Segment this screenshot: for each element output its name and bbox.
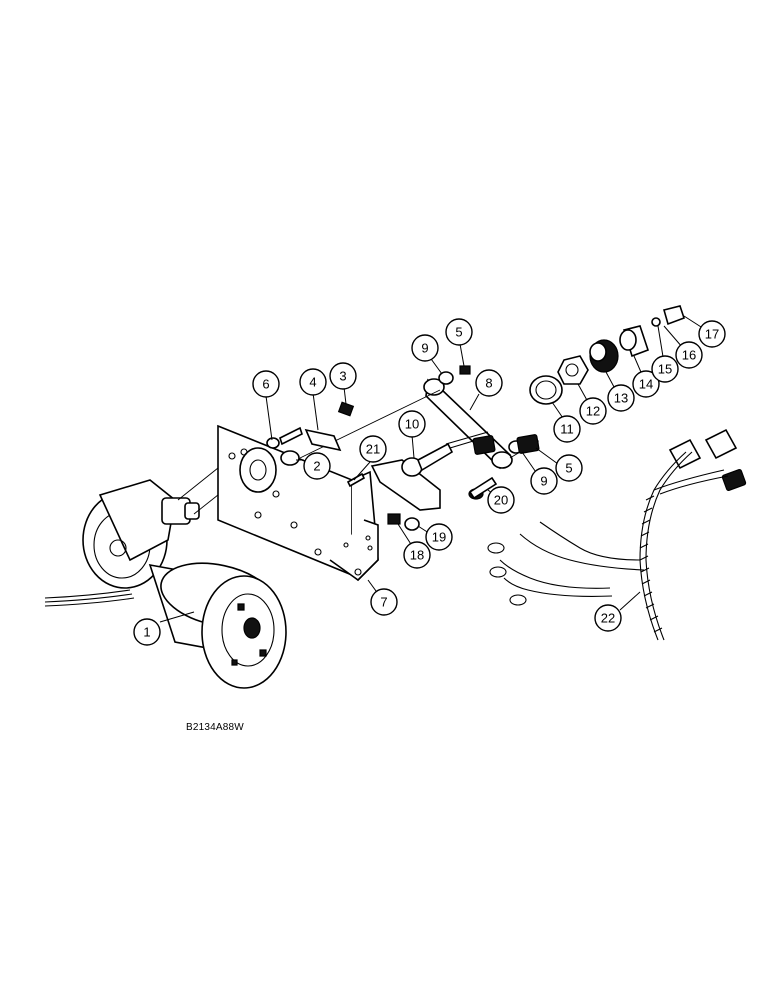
svg-text:3: 3 (339, 369, 346, 384)
svg-text:13: 13 (614, 391, 628, 406)
svg-text:14: 14 (639, 377, 653, 392)
svg-text:2: 2 (313, 459, 320, 474)
mounting-bracket (217, 424, 379, 582)
callout-12: 12 (579, 397, 607, 425)
svg-text:6: 6 (262, 377, 269, 392)
callout-7: 7 (370, 588, 398, 616)
svg-text:15: 15 (658, 362, 672, 377)
svg-text:16: 16 (682, 348, 696, 363)
callout-8: 8 (475, 369, 503, 397)
wiper-motor (44, 451, 287, 689)
callout-13: 13 (607, 384, 635, 412)
callout-9a: 9 (411, 334, 439, 362)
callout-15: 15 (651, 355, 679, 383)
callout-6: 6 (252, 370, 280, 398)
svg-text:5: 5 (565, 461, 572, 476)
callout-16: 16 (675, 341, 703, 369)
svg-text:17: 17 (705, 327, 719, 342)
callout-17: 17 (698, 320, 726, 348)
callout-4: 4 (299, 368, 327, 396)
wiring-harness (472, 428, 747, 641)
hardware-parts (266, 305, 686, 531)
svg-text:4: 4 (309, 375, 316, 390)
svg-text:7: 7 (380, 595, 387, 610)
svg-text:9: 9 (540, 474, 547, 489)
svg-text:11: 11 (560, 422, 574, 437)
callout-5b: 5 (555, 454, 583, 482)
callout-2: 2 (303, 452, 331, 480)
callout-9b: 9 (530, 467, 558, 495)
svg-text:12: 12 (586, 404, 600, 419)
svg-text:8: 8 (485, 376, 492, 391)
svg-text:19: 19 (432, 530, 446, 545)
svg-text:10: 10 (405, 417, 419, 432)
svg-text:9: 9 (421, 341, 428, 356)
callout-22: 22 (594, 604, 622, 632)
drawing-code-label: B2134A88W (186, 722, 244, 733)
callout-18: 18 (403, 541, 431, 569)
crank-shaft-assembly (370, 431, 491, 511)
svg-text:21: 21 (366, 442, 380, 457)
callout-19: 19 (425, 523, 453, 551)
svg-text:5: 5 (455, 325, 462, 340)
callout-11: 11 (553, 415, 581, 443)
callout-20: 20 (487, 486, 515, 514)
svg-text:22: 22 (601, 611, 615, 626)
callout-10: 10 (398, 410, 426, 438)
callout-14: 14 (632, 370, 660, 398)
svg-text:18: 18 (410, 548, 424, 563)
svg-text:20: 20 (494, 493, 508, 508)
callouts: 1 2 3 4 5 5 6 7 (133, 318, 726, 646)
svg-text:1: 1 (143, 625, 150, 640)
callout-5a: 5 (445, 318, 473, 346)
callout-21: 21 (359, 435, 387, 463)
callout-1: 1 (133, 618, 161, 646)
callout-3: 3 (329, 362, 357, 390)
